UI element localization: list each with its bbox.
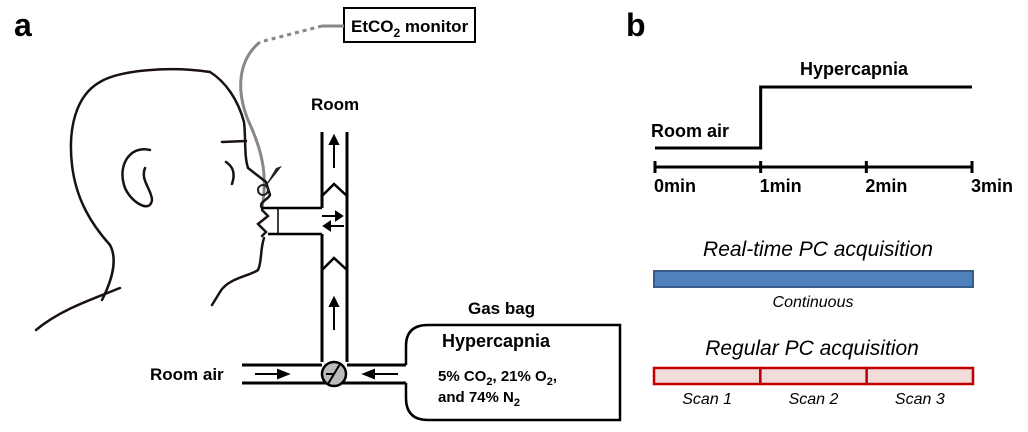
room-air-inlet-label: Room air [150, 365, 224, 384]
panel-a-label: a [14, 7, 32, 43]
regular-acquisition: Regular PC acquisition Scan 1 Scan 2 Scan … [652, 337, 975, 408]
gas-bag: Hypercapnia 5% CO2, 21% O2, and 74% N2 [404, 323, 622, 422]
gas-composition-line2: and 74% N2 [438, 389, 520, 409]
gas-timeline: Hypercapnia Room air 0min 1min 2min 3min [651, 59, 1013, 196]
horizontal-tube [242, 363, 406, 385]
panel-b-label: b [626, 7, 646, 43]
sampling-line [239, 24, 344, 209]
tick-label: 0min [654, 176, 696, 196]
tick-label: 3min [971, 176, 1013, 196]
scan-label: Scan 2 [789, 391, 839, 408]
etco2-monitor-label: EtCO2 monitor [351, 17, 469, 40]
head-illustration [34, 68, 272, 332]
tick-label: 2min [865, 176, 907, 196]
etco2-monitor-box: EtCO2 monitor [343, 7, 476, 43]
room-air-label: Room air [651, 121, 729, 141]
tick-label: 1min [760, 176, 802, 196]
step-line [655, 85, 972, 150]
vertical-tube [320, 132, 349, 362]
regular-title: Regular PC acquisition [705, 337, 919, 360]
gas-composition-line1: 5% CO2, 21% O2, [438, 368, 557, 388]
scan-label: Scan 3 [895, 391, 945, 408]
continuous-caption: Continuous [773, 294, 854, 311]
nose-clip-icon [257, 166, 282, 196]
scan-segment [652, 366, 762, 386]
scan-segment [759, 366, 868, 386]
three-way-valve-icon [320, 360, 348, 388]
continuous-bar [653, 270, 974, 288]
gas-bag-title: Hypercapnia [442, 331, 551, 351]
mouthpiece [262, 206, 322, 236]
realtime-acquisition: Real-time PC acquisition Continuous [653, 238, 974, 311]
scan-label: Scan 1 [682, 391, 732, 408]
flow-arrows [255, 133, 398, 380]
gas-bag-label: Gas bag [468, 299, 535, 318]
scan-segment [865, 366, 975, 386]
realtime-title: Real-time PC acquisition [703, 238, 933, 261]
hypercapnia-label: Hypercapnia [800, 59, 909, 79]
room-label: Room [311, 95, 359, 114]
